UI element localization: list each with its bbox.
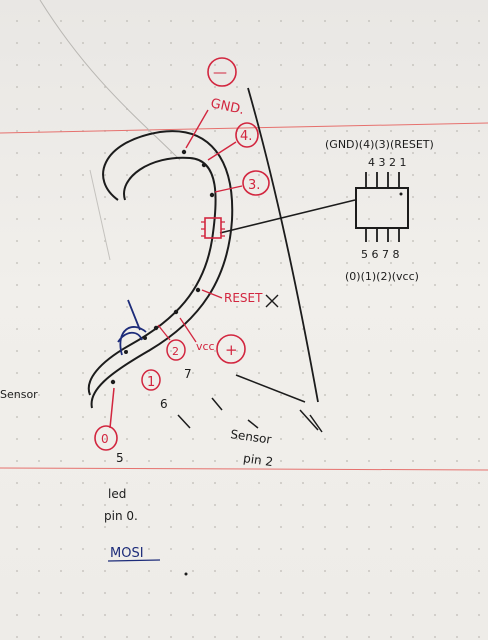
ear-holes — [110, 149, 215, 385]
led-pin-label: led pin 0. — [104, 487, 138, 523]
zero-leader — [109, 387, 115, 429]
two-leader — [157, 324, 171, 341]
mosi-label: MOSI — [110, 546, 144, 561]
one-label: 1 — [147, 375, 155, 390]
plus-circle — [216, 334, 246, 364]
pencil-trace — [89, 169, 111, 261]
chip-dot — [399, 192, 403, 196]
wire-dashes — [177, 397, 259, 429]
number-five: 5 — [116, 451, 124, 465]
four-label: 4. — [240, 129, 252, 144]
minus-circle — [207, 57, 237, 87]
four-circle — [235, 122, 259, 148]
sensor-pin-line-1: Sensor — [230, 427, 273, 447]
chip-bottom-label: (0)(1)(2)(vcc) — [345, 270, 419, 283]
two-circle — [166, 339, 186, 361]
plug-marks — [299, 409, 323, 433]
chip-body — [355, 187, 409, 229]
one-circle — [141, 369, 161, 391]
zero-circle — [94, 425, 118, 451]
sensor-chip — [204, 217, 222, 239]
mosi-underline — [107, 559, 161, 562]
led-pin-line-1: led — [108, 487, 126, 501]
sensor-pin-label: Sensor pin 2 — [227, 427, 278, 469]
three-leader — [214, 185, 243, 193]
three-circle — [242, 170, 270, 196]
two-label: 2 — [172, 345, 179, 358]
red-rule-top — [0, 122, 488, 134]
red-rule-bottom — [0, 467, 488, 471]
ink-dot — [184, 572, 188, 576]
reset-leader — [201, 289, 223, 299]
wire-line — [235, 374, 306, 403]
four-leader — [207, 141, 237, 161]
ear-outline — [87, 130, 234, 409]
chip-top-pins: 4 3 2 1 — [368, 156, 406, 169]
sensor-pin-line-2: pin 2 — [242, 451, 274, 469]
three-label: 3. — [248, 178, 260, 193]
zero-label: 0 — [101, 432, 109, 446]
chip-top-label: (GND)(4)(3)(RESET) — [325, 138, 434, 151]
vcc-label: vcc — [196, 340, 215, 353]
gnd-label: GND. — [209, 96, 245, 118]
pencil-trace — [39, 0, 181, 161]
vcc-leader — [179, 317, 197, 343]
led-pin-line-2: pin 0. — [104, 509, 138, 523]
blue-wire — [117, 299, 147, 356]
minus-label: — — [213, 65, 227, 81]
number-six: 6 — [160, 397, 168, 411]
reset-label: RESET — [224, 291, 263, 305]
sensor-left-label: Sensor — [0, 388, 38, 401]
reset-x-mark — [265, 294, 279, 308]
ear-edge-line — [247, 87, 319, 403]
chip-bottom-pins: 5 6 7 8 — [361, 248, 399, 261]
gnd-leader — [185, 109, 209, 149]
plus-label: + — [225, 341, 238, 359]
sensor-chip-pins — [201, 221, 225, 237]
chip-lead-line — [219, 199, 356, 234]
chip-pins — [365, 172, 400, 242]
number-seven: 7 — [184, 367, 192, 381]
